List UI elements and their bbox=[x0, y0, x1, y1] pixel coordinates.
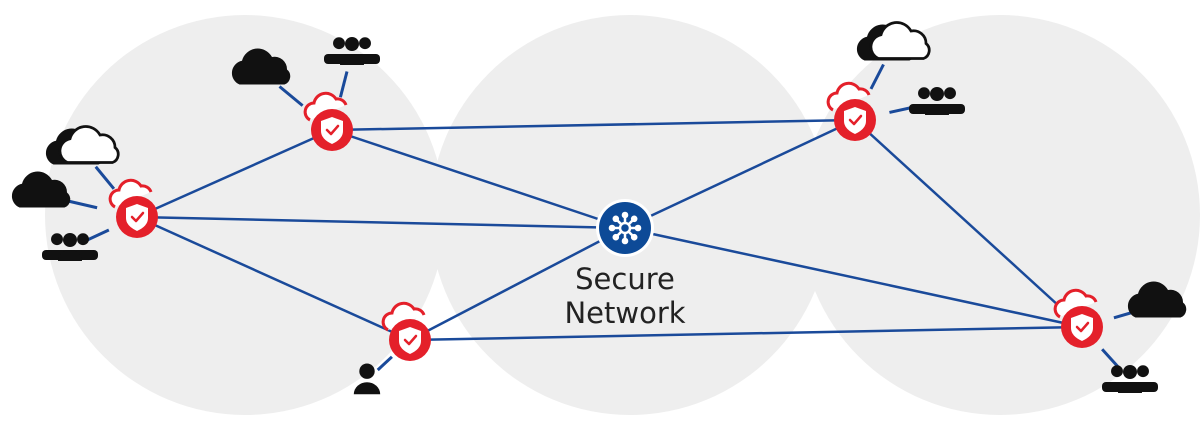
user-head bbox=[345, 37, 359, 51]
user-head bbox=[944, 87, 956, 100]
attachment-link bbox=[278, 85, 304, 107]
user-head bbox=[1137, 365, 1149, 378]
hub-spoke-dot bbox=[612, 215, 620, 223]
cloud-icon bbox=[11, 171, 71, 208]
hub-spoke-dot bbox=[630, 233, 638, 241]
check-icon bbox=[130, 211, 145, 223]
attachment-link bbox=[869, 63, 885, 90]
cloud-shield-icon bbox=[108, 178, 158, 238]
user-head bbox=[359, 37, 371, 50]
user-head bbox=[918, 87, 930, 100]
attachment-link bbox=[94, 165, 116, 190]
cloud-icon bbox=[1127, 281, 1187, 318]
user-body bbox=[340, 54, 364, 65]
hub-spoke-dot bbox=[608, 224, 616, 232]
cloud-icon bbox=[231, 48, 291, 85]
network-link bbox=[624, 118, 856, 230]
check-icon bbox=[848, 114, 863, 126]
hub-spoke-dot bbox=[621, 237, 629, 245]
network-link bbox=[331, 128, 626, 230]
shield-icon bbox=[321, 117, 343, 144]
network-link bbox=[624, 226, 1083, 329]
attachment-link bbox=[338, 71, 349, 98]
attachment-link bbox=[1101, 348, 1120, 368]
hub-label-line2: Network bbox=[564, 296, 686, 330]
node-cloud-outline bbox=[826, 81, 871, 112]
shield-icon bbox=[399, 327, 421, 354]
user-head bbox=[77, 233, 89, 246]
node-cloud-outline bbox=[1053, 288, 1098, 319]
attachment-link bbox=[86, 228, 110, 242]
hub-label: Secure Network bbox=[545, 262, 705, 330]
cloud-outline-icon bbox=[869, 21, 931, 60]
network-hub-icon bbox=[596, 199, 654, 257]
network-link bbox=[331, 118, 856, 132]
attachment-link bbox=[376, 355, 393, 372]
cloud-icon-shape bbox=[231, 48, 291, 85]
cloud-shield-icon bbox=[303, 91, 353, 151]
cloud-shield-icon bbox=[381, 301, 431, 361]
user-head bbox=[359, 363, 375, 379]
check-icon bbox=[403, 334, 418, 346]
user-head bbox=[1111, 365, 1123, 378]
user-body bbox=[925, 104, 949, 115]
user-head bbox=[51, 233, 63, 246]
cloud-icon-shape bbox=[11, 171, 71, 208]
globe-background bbox=[800, 15, 1200, 415]
cloud-outline-icon-shape bbox=[869, 21, 931, 60]
users-icon bbox=[1102, 365, 1158, 393]
node-cloud-outline bbox=[303, 91, 348, 122]
network-link bbox=[136, 128, 333, 219]
user-body bbox=[58, 250, 82, 261]
users-icon bbox=[909, 87, 965, 115]
hub-label-line1: Secure bbox=[575, 262, 675, 296]
user-body bbox=[1118, 382, 1142, 393]
user-head bbox=[333, 37, 345, 50]
cloud-shield-icon bbox=[1053, 288, 1103, 348]
users-icon bbox=[42, 233, 98, 261]
user-head bbox=[930, 87, 944, 101]
users-icon bbox=[324, 37, 380, 65]
user-head bbox=[63, 233, 77, 247]
attachment-link bbox=[65, 199, 98, 210]
shield-icon bbox=[1071, 314, 1093, 341]
hub-spoke-dot bbox=[621, 211, 629, 219]
network-link bbox=[136, 215, 626, 230]
check-icon bbox=[1075, 321, 1090, 333]
hub-spoke-dot bbox=[634, 224, 642, 232]
shield-icon bbox=[844, 107, 866, 134]
network-link bbox=[409, 226, 626, 342]
hub-spoke-dot bbox=[630, 215, 638, 223]
shield-icon bbox=[126, 204, 148, 231]
hub-center bbox=[618, 221, 632, 235]
network-link bbox=[136, 215, 411, 342]
user-icon bbox=[353, 363, 381, 395]
cloud-outline-icon bbox=[58, 125, 120, 164]
user-head bbox=[1123, 365, 1137, 379]
network-link bbox=[854, 119, 1083, 328]
user-body bbox=[353, 382, 381, 395]
network-link bbox=[409, 325, 1083, 342]
cloud-outline-icon-shape bbox=[58, 125, 120, 164]
cloud-icon-shape bbox=[1127, 281, 1187, 318]
check-icon bbox=[325, 124, 340, 136]
hub-spoke-dot bbox=[612, 233, 620, 241]
node-cloud-outline bbox=[381, 301, 426, 332]
node-cloud-outline bbox=[108, 178, 153, 209]
cloud-shield-icon bbox=[826, 81, 876, 141]
